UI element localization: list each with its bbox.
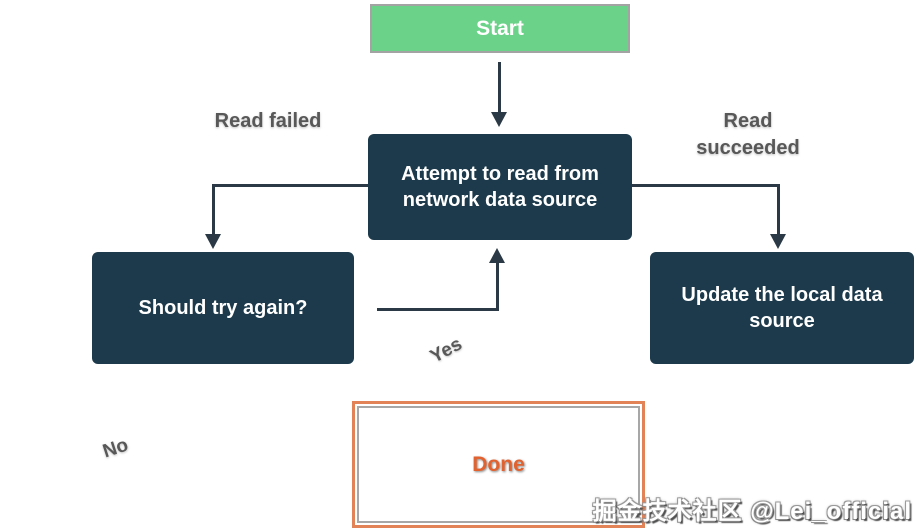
edge-label-no: No bbox=[100, 434, 131, 463]
node-should-try-again-label: Should try again? bbox=[138, 297, 308, 319]
arrow-attempt-to-update-vline bbox=[777, 186, 780, 234]
edge-label-read-succeeded: Read succeeded bbox=[696, 110, 800, 159]
node-done-inner-border: Done bbox=[357, 406, 640, 523]
edge-label-yes: Yes bbox=[426, 333, 466, 368]
watermark-text: 掘金技术社区 @Lei_official bbox=[592, 498, 912, 525]
edge-label-read-failed: Read failed bbox=[214, 110, 322, 132]
arrow-attempt-to-update-head-icon bbox=[770, 234, 786, 249]
arrow-attempt-to-should-head-icon bbox=[205, 234, 221, 249]
node-done-label: Done bbox=[472, 452, 525, 476]
node-start-label: Start bbox=[476, 16, 524, 40]
node-start: Start bbox=[370, 4, 630, 53]
arrow-attempt-to-update-hline bbox=[632, 184, 780, 187]
node-update-local-source: Update the local data source bbox=[650, 252, 914, 364]
node-update-local-source-label: Update the local data source bbox=[681, 284, 883, 332]
arrow-should-to-attempt-head-icon bbox=[489, 248, 505, 263]
arrow-start-to-attempt-line bbox=[498, 62, 501, 114]
node-done: Done bbox=[352, 401, 645, 528]
node-attempt-read: Attempt to read from network data source bbox=[368, 134, 632, 240]
node-should-try-again: Should try again? bbox=[92, 252, 354, 364]
node-attempt-read-label: Attempt to read from network data source bbox=[401, 163, 599, 211]
arrow-should-to-attempt-vline bbox=[496, 262, 499, 311]
arrow-attempt-to-should-vline bbox=[212, 186, 215, 234]
arrow-should-to-attempt-hline bbox=[377, 308, 499, 311]
arrow-start-to-attempt-head-icon bbox=[491, 112, 507, 127]
arrow-attempt-to-should-hline bbox=[212, 184, 368, 187]
